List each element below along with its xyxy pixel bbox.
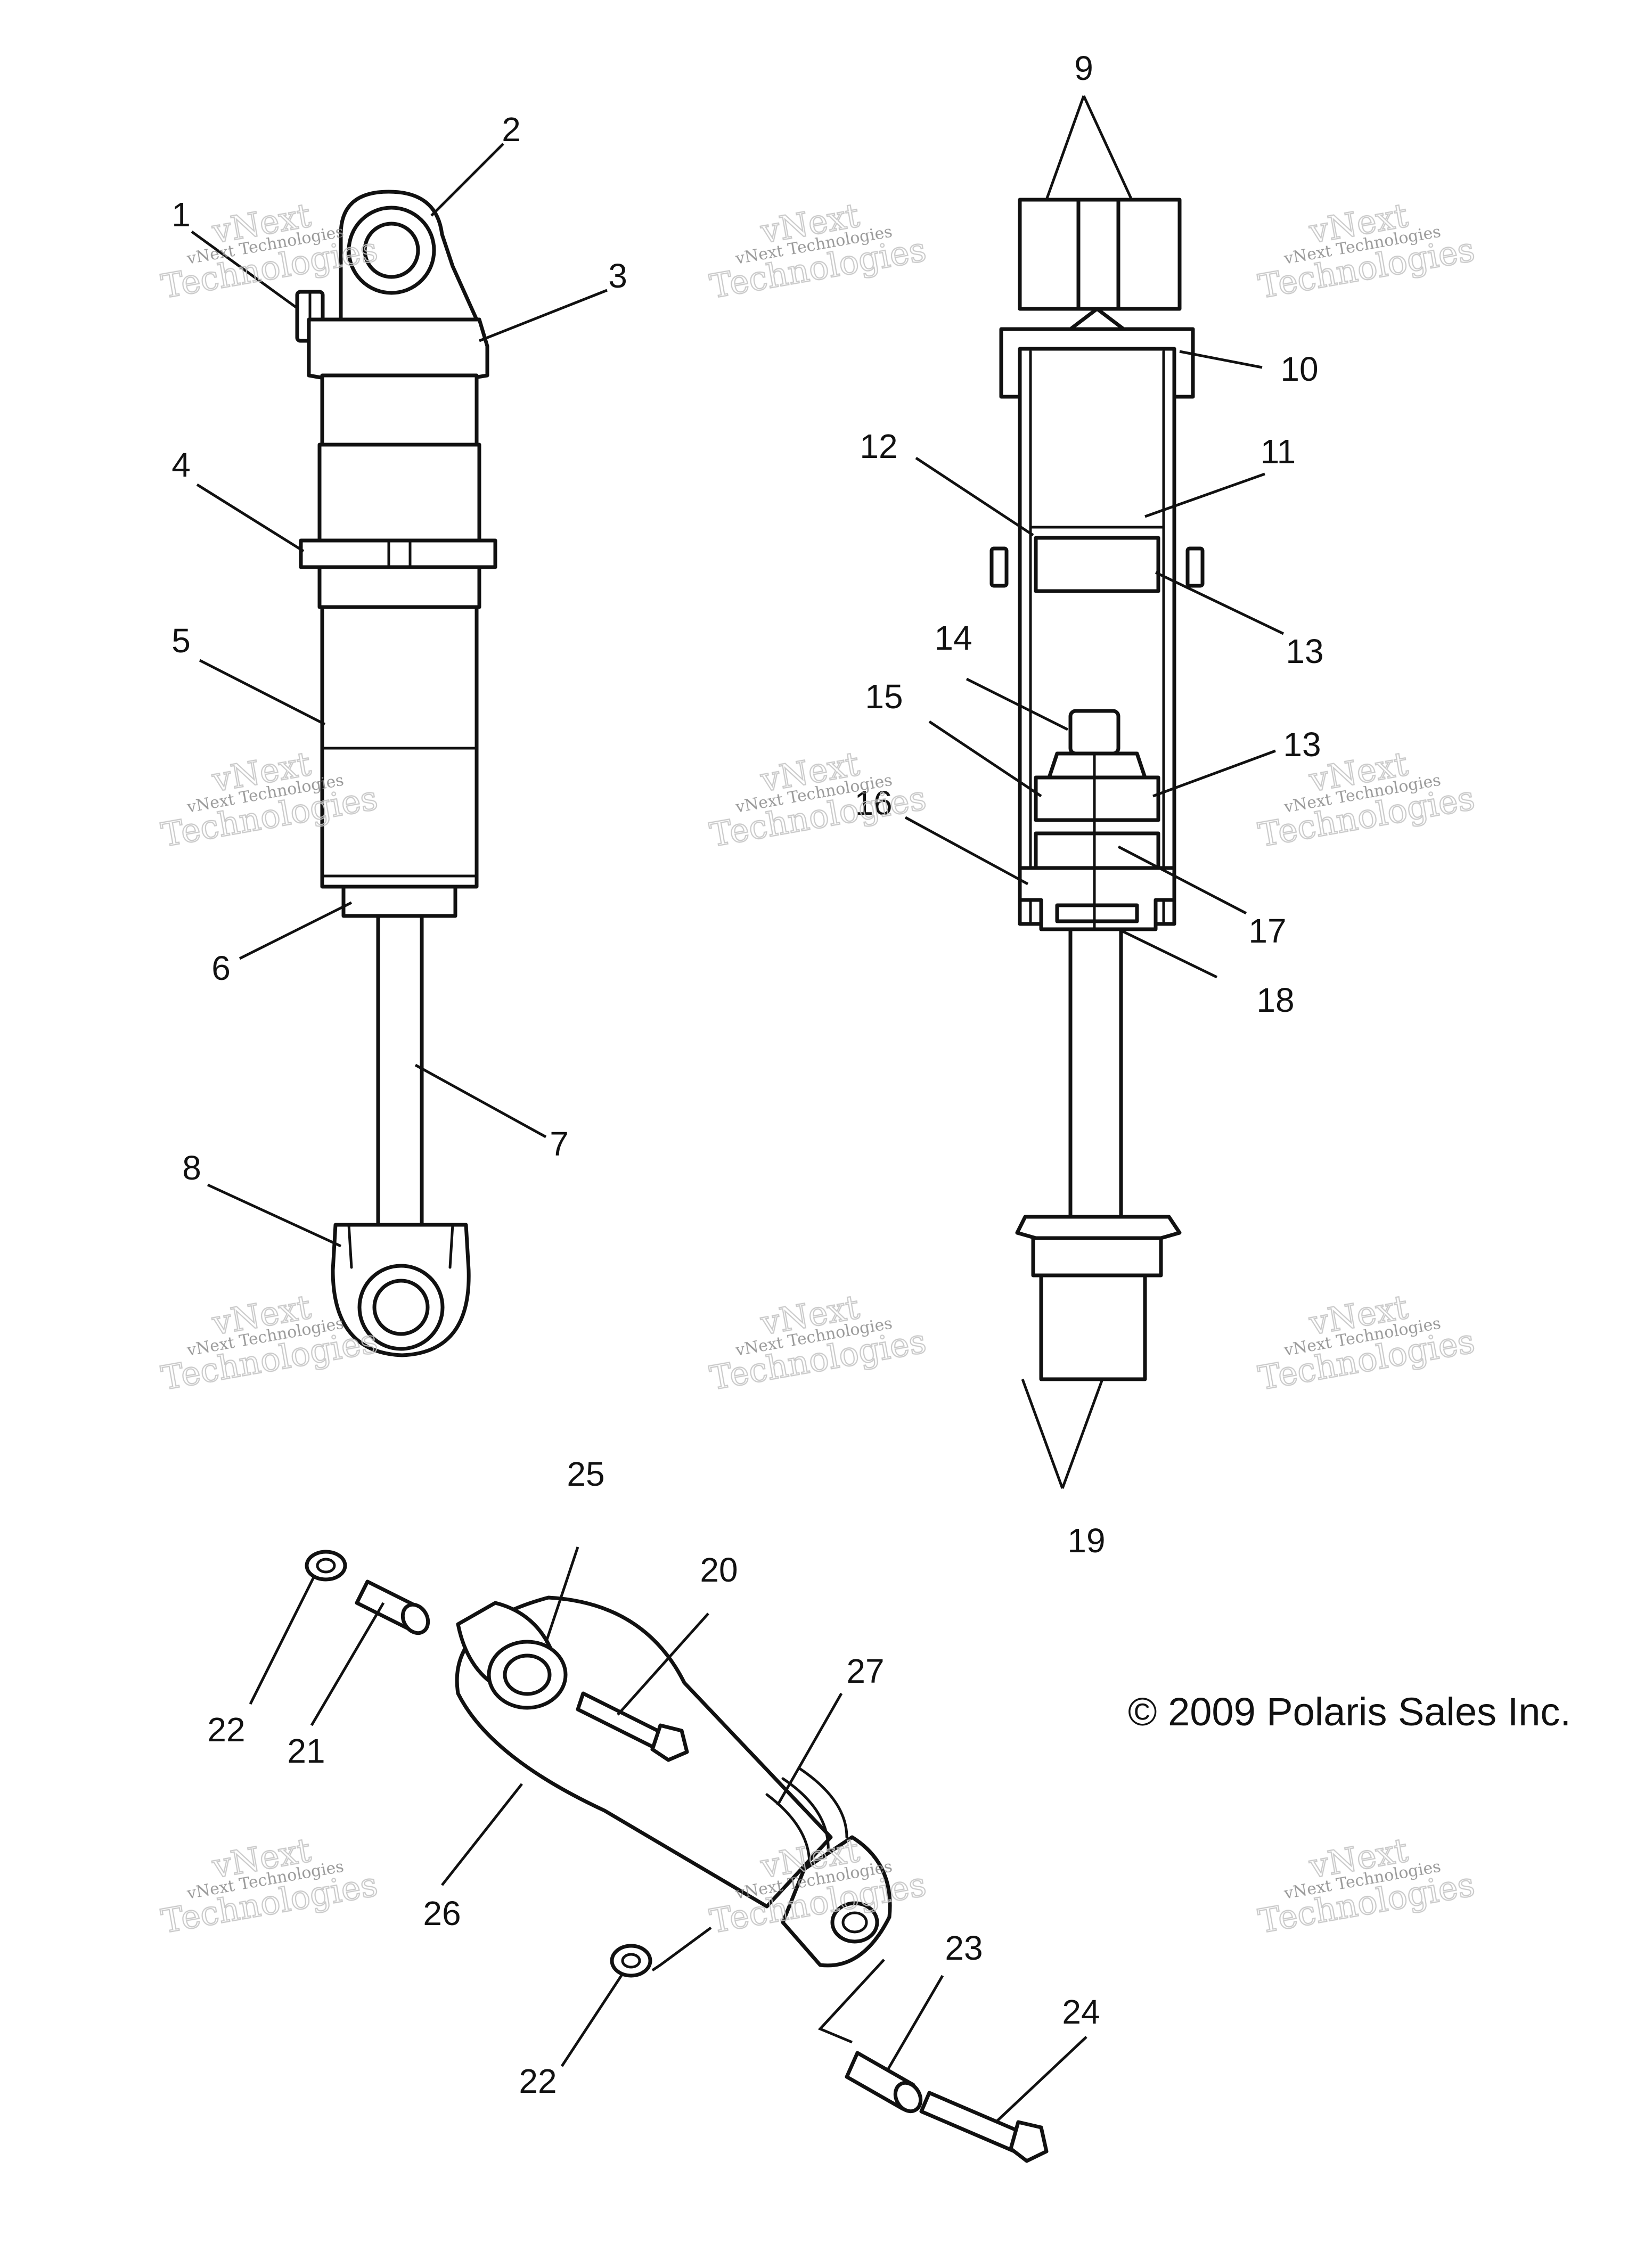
top-eyelet-bore: [363, 222, 420, 279]
shock-assembly-angled: [305, 1550, 1049, 2163]
watermark: vNext vNext Technologies Technologies: [706, 195, 929, 307]
shock-cutaway: [989, 198, 1205, 1381]
rod-top: [1068, 709, 1120, 756]
callout-1: 1: [171, 195, 191, 234]
watermark: vNext vNext Technologies Technologies: [1255, 743, 1478, 855]
watermark: vNext vNext Technologies Technologies: [1255, 195, 1478, 307]
body-thread: [317, 443, 481, 543]
watermark: vNext vNext Technologies Technologies: [1255, 1287, 1478, 1398]
callout-27: 27: [846, 1652, 884, 1690]
nut-22-top: [305, 1550, 347, 1582]
callout-16: 16: [854, 784, 892, 822]
callout-8: 8: [182, 1149, 201, 1187]
callout-numbers: 1 2 3 4 5 6 7 8 9 10 11 12 13 13 14 15 1…: [171, 49, 1323, 2100]
watermark: vNext vNext Technologies Technologies: [706, 743, 929, 855]
floating-piston: [1034, 536, 1160, 593]
callout-21: 21: [287, 1732, 325, 1770]
callout-20: 20: [700, 1551, 738, 1589]
watermark: vNext vNext Technologies Technologies: [158, 1830, 381, 1942]
copyright-text: © 2009 Polaris Sales Inc.: [1128, 1690, 1571, 1734]
callout-5: 5: [171, 621, 191, 660]
callout-18: 18: [1256, 981, 1294, 1019]
callout-15: 15: [865, 677, 903, 716]
callout-4: 4: [171, 446, 191, 484]
cutaway-cylinder: [1018, 347, 1176, 926]
callout-24: 24: [1062, 1993, 1100, 2031]
watermark: vNext vNext Technologies Technologies: [706, 1287, 929, 1398]
collar-ring: [317, 565, 481, 609]
leader-lines: [191, 95, 1285, 2123]
nut-22-bottom: [610, 1944, 652, 1978]
bottom-eyelet-bore: [372, 1279, 430, 1336]
callout-10: 10: [1280, 350, 1318, 388]
cutaway-rod: [1068, 927, 1123, 1219]
callout-11: 11: [1261, 432, 1296, 471]
callout-19: 19: [1067, 1521, 1105, 1560]
callout-3: 3: [608, 257, 627, 295]
top-bushing-left: [1018, 198, 1081, 311]
callout-23: 23: [945, 1929, 983, 1967]
valve-stack: [1034, 831, 1160, 870]
shaft: [376, 914, 424, 1227]
body-upper: [320, 373, 479, 447]
bolt-24: [919, 2091, 1025, 2154]
seal-head: [341, 885, 457, 918]
callout-2: 2: [502, 110, 521, 149]
callout-25: 25: [567, 1455, 604, 1493]
callout-7: 7: [550, 1125, 569, 1163]
callout-17: 17: [1248, 912, 1286, 950]
callout-13-lower: 13: [1283, 725, 1321, 764]
bumper: [1015, 1215, 1182, 1240]
top-bushing-right: [1116, 198, 1182, 311]
shock-exterior: [295, 190, 497, 1357]
watermark: vNext vNext Technologies Technologies: [1255, 1830, 1478, 1942]
callout-9: 9: [1074, 49, 1093, 87]
piston: [1034, 775, 1160, 822]
callout-12: 12: [860, 427, 897, 465]
bottom-bushing: [1039, 1273, 1147, 1381]
spring-collar: [299, 538, 497, 569]
callout-22-bottom: 22: [519, 2062, 557, 2100]
callout-22-top: 22: [207, 1710, 245, 1749]
callout-26: 26: [423, 1894, 461, 1933]
callout-6: 6: [211, 949, 231, 987]
callout-13-upper: 13: [1286, 632, 1323, 670]
callout-14: 14: [934, 619, 972, 657]
